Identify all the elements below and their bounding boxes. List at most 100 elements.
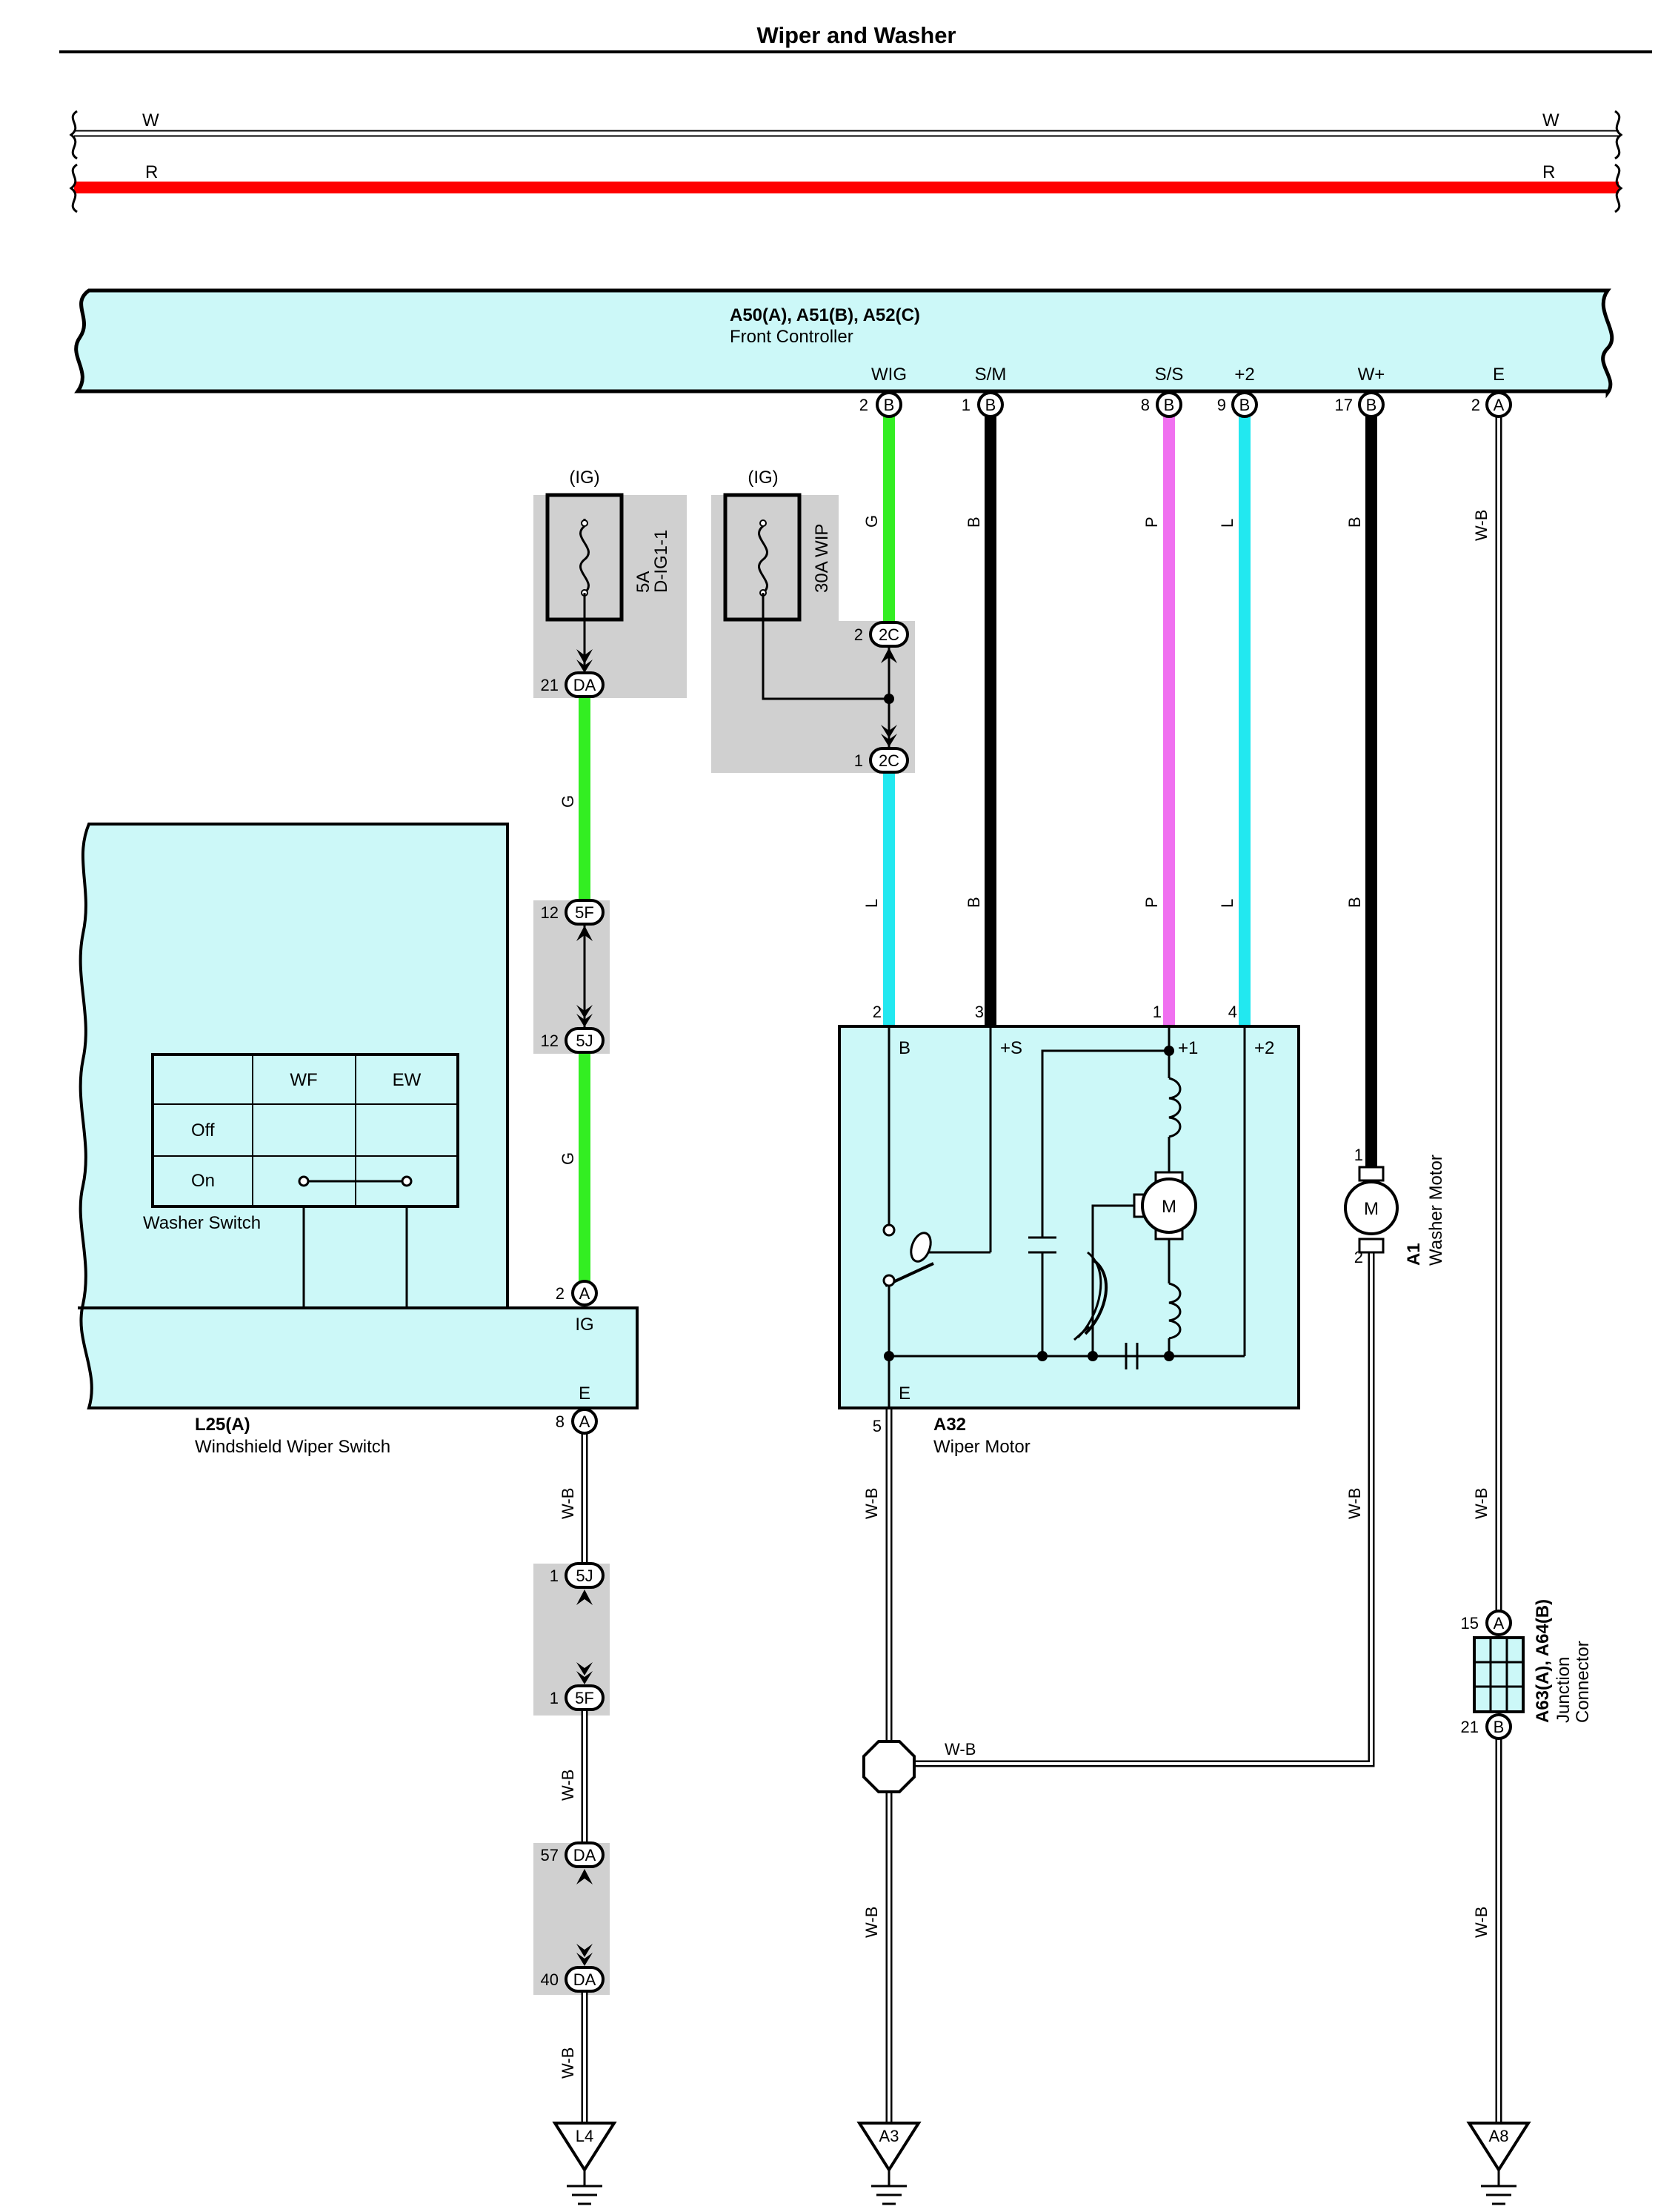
power-bus: W W R R [69,110,1623,213]
svg-text:2: 2 [873,1003,882,1021]
svg-text:W-B: W-B [1345,1488,1364,1519]
svg-text:W-B: W-B [559,1488,577,1519]
wiper-switch-ig-label: IG [575,1315,593,1335]
svg-text:A: A [1494,1614,1505,1633]
junction-name-1: Junction [1554,1657,1574,1723]
washer-switch-row-on: On [191,1171,215,1191]
svg-text:12: 12 [541,1032,559,1050]
washer-switch-row-off: Off [191,1120,215,1140]
svg-text:W-B: W-B [862,1907,881,1938]
svg-text:B: B [965,517,983,528]
svg-text:A: A [1494,396,1505,414]
washer-motor: M 1 2 A1 Washer Motor [1344,1146,1446,1266]
svg-text:B: B [884,396,895,414]
svg-text:DA: DA [573,1970,596,1989]
wiper-motor: 2 3 1 4 B +S +1 +2 [838,1003,1300,1457]
fc-term-ss: S/S [1155,365,1184,385]
svg-text:5J: 5J [576,1032,593,1050]
svg-text:1: 1 [550,1567,559,1585]
svg-text:40: 40 [541,1970,559,1989]
inline-connectors: DA 21 2C 2 2C 1 5F 12 5J 12 5J 1 5F 1 D [541,621,909,1993]
svg-text:1: 1 [854,751,863,770]
svg-text:B: B [1494,1718,1505,1736]
svg-text:57: 57 [541,1846,559,1864]
svg-text:G: G [559,1152,577,1165]
svg-text:1: 1 [962,396,971,414]
wiper-switch-name: Windshield Wiper Switch [195,1437,390,1457]
front-controller-id: A50(A), A51(B), A52(C) [730,305,920,325]
svg-text:3: 3 [975,1003,984,1021]
front-controller: A50(A), A51(B), A52(C) Front Controller … [74,288,1614,399]
fc-pins: B 2 B 1 B 8 B 9 B 17 A 2 [859,391,1512,418]
svg-text:A: A [579,1412,590,1431]
svg-text:B: B [985,396,996,414]
svg-text:G: G [559,795,577,808]
svg-text:W-B: W-B [559,2047,577,2079]
svg-text:P: P [1142,517,1161,528]
svg-text:B: B [1366,396,1377,414]
svg-text:2C: 2C [879,751,899,770]
svg-text:9: 9 [1217,396,1226,414]
junction-connector: A 15 B 21 A63(A), A64(B) Junction Connec… [1461,1599,1593,1740]
svg-text:W-B: W-B [1472,1488,1491,1519]
fuse1-supply: (IG) [569,468,599,488]
svg-text:1: 1 [1153,1003,1162,1021]
svg-text:A: A [579,1284,590,1303]
svg-text:8: 8 [556,1412,565,1431]
ground-l4: L4 [552,2122,617,2205]
ground-a8: A8 [1466,2122,1531,2205]
wires [579,415,1502,2123]
svg-text:2: 2 [1471,396,1480,414]
svg-text:L: L [1218,519,1236,528]
washer-motor-id: A1 [1404,1243,1424,1266]
wiper-motor-term-b: B [899,1038,910,1058]
svg-text:2: 2 [556,1284,565,1303]
svg-text:W-B: W-B [862,1488,881,1519]
svg-text:12: 12 [541,903,559,922]
junction-name-2: Connector [1573,1641,1593,1723]
svg-text:B: B [1164,396,1175,414]
wiper-motor-m: M [1162,1197,1176,1217]
svg-text:W-B: W-B [559,1770,577,1801]
svg-text:4: 4 [1228,1003,1237,1021]
svg-text:DA: DA [573,1846,596,1864]
wiper-switch-e-label: E [579,1384,590,1404]
svg-text:G: G [862,515,881,528]
fc-term-plus2: +2 [1234,365,1254,385]
fc-term-wig: WIG [871,365,907,385]
svg-text:2: 2 [859,396,868,414]
svg-text:1: 1 [1354,1146,1363,1164]
svg-text:A3: A3 [879,2127,899,2145]
svg-text:8: 8 [1141,396,1150,414]
svg-text:L4: L4 [576,2127,593,2145]
washer-switch-label: Washer Switch [143,1213,261,1233]
svg-text:1: 1 [550,1689,559,1707]
svg-text:5J: 5J [576,1567,593,1585]
wiper-switch-id: L25(A) [195,1415,250,1435]
washer-switch-col-wf: WF [290,1070,317,1090]
svg-text:L: L [862,899,881,908]
svg-text:W-B: W-B [1472,1907,1491,1938]
bus-r-label-right: R [1542,162,1555,182]
junction-id: A63(A), A64(B) [1533,1599,1553,1723]
svg-text:B: B [1345,897,1364,908]
front-controller-name: Front Controller [730,327,853,347]
wiper-motor-term-plus1: +1 [1178,1038,1198,1058]
svg-text:17: 17 [1335,396,1353,414]
svg-text:2: 2 [1354,1248,1363,1266]
svg-text:P: P [1142,897,1161,908]
page-title: Wiper and Washer [756,22,956,48]
washer-motor-name: Washer Motor [1426,1155,1446,1266]
ground-a3: A3 [856,2122,922,2205]
svg-text:15: 15 [1461,1614,1479,1633]
wiper-motor-e-label: E [899,1384,910,1404]
washer-motor-m: M [1364,1199,1379,1219]
svg-text:DA: DA [573,676,596,694]
wire-labels: G B P L B W-B G L B P L B G W-B W-B W-B … [559,510,1491,2079]
fuse2-rating-name: 30A WIP [812,524,832,593]
svg-text:B: B [1239,396,1251,414]
bus-w-label-right: W [1542,110,1559,130]
svg-text:B: B [965,897,983,908]
svg-text:5: 5 [873,1417,882,1435]
